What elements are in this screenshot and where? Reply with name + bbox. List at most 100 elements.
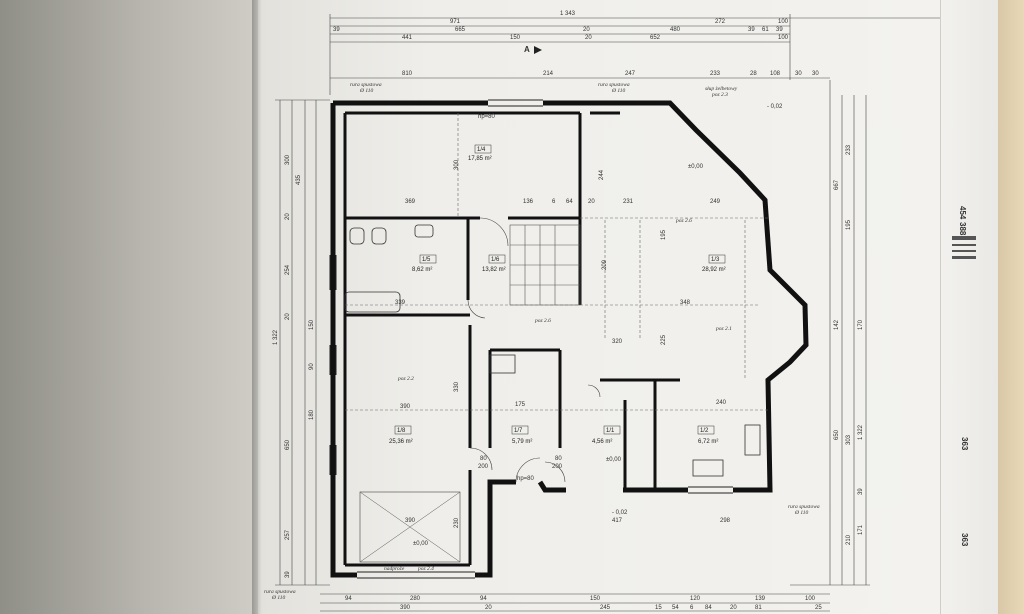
note-downpipe: rura spustowa (264, 589, 296, 595)
dim-left: 1 322 (273, 329, 279, 345)
garage-diagonal (359, 491, 461, 563)
dim-right: 142 (834, 319, 840, 330)
room-id-1-3: 1/3 (711, 257, 720, 263)
note-downpipe-dia: Ø 110 (611, 88, 625, 94)
dim-right: 195 (846, 219, 852, 230)
note-sill-height: hp=80 (517, 476, 535, 482)
door-swings (467, 217, 601, 483)
dim-top: 150 (510, 35, 521, 41)
dim-right: 1 322 (858, 424, 864, 440)
left-dimension-lines (275, 99, 330, 586)
dim-top: 39 (748, 27, 755, 33)
dim-top: 441 (402, 35, 413, 41)
note-zero-level: ±0,00 (606, 457, 622, 463)
dim-right: 170 (858, 319, 864, 330)
dim-left: 39 (285, 571, 291, 578)
room-tag (419, 254, 437, 264)
right-dimension-lines (790, 80, 870, 586)
dim-top: 39 (333, 27, 340, 33)
dim-top: 665 (455, 27, 466, 33)
room-id-1-2: 1/2 (700, 428, 709, 434)
dim-top: 30 (812, 71, 819, 77)
room-id-1-5: 1/5 (422, 257, 431, 263)
inner-dim: 80 (480, 456, 487, 462)
side-tab-label: 363 (960, 533, 969, 547)
section-arrow-icon (534, 46, 542, 54)
room-tag (394, 425, 412, 435)
dim-top: 652 (650, 35, 661, 41)
room-id-1-7: 1/7 (514, 428, 523, 434)
dim-right: 303 (846, 434, 852, 445)
dim-top: 100 (778, 35, 789, 41)
dim-left: 20 (285, 313, 291, 320)
dim-right: 667 (834, 179, 840, 190)
note-downpipe-dia: Ø 110 (359, 88, 373, 94)
bathroom-fixtures (344, 224, 761, 477)
dim-top: 28 (750, 71, 757, 77)
dim-top: 39 (776, 27, 783, 33)
dim-top: 100 (778, 19, 789, 25)
note-sill-height: hp=80 (478, 114, 496, 120)
section-marker: A (524, 45, 530, 54)
inner-dim: 298 (720, 518, 731, 524)
note-level: - 0,02 (612, 510, 628, 516)
inner-dim: 200 (552, 464, 563, 470)
table-surface (998, 0, 1024, 614)
inner-dim: 6 (552, 199, 556, 205)
dim-right: 171 (858, 524, 864, 535)
dim-top: 20 (583, 27, 590, 33)
inner-dim: 20 (588, 199, 595, 205)
dim-top: 214 (543, 71, 554, 77)
dim-bottom: 94 (345, 596, 352, 602)
room-tag (708, 254, 726, 264)
room-tag (488, 254, 506, 264)
note-downpipe-dia: Ø 110 (271, 595, 285, 601)
dim-top: 272 (715, 19, 726, 25)
room-area-1-7: 5,79 m² (512, 439, 532, 445)
outer-walls (330, 100, 809, 578)
note-zero-level: ±0,00 (413, 541, 429, 547)
room-tag (697, 425, 715, 435)
room-area-1-4: 17,85 m² (468, 156, 492, 162)
side-tab-label: 454 (958, 206, 967, 220)
inner-dim: 209 (602, 259, 608, 270)
page-stack-tabs: 454 388 363 363 (952, 206, 976, 547)
staircase (509, 224, 581, 306)
side-tab-label: 363 (960, 437, 969, 451)
dim-top: 108 (770, 71, 781, 77)
dim-bottom: 94 (480, 596, 487, 602)
inner-dimensions: 369 136 6 64 20 231 249 339 348 390 240 … (395, 159, 731, 528)
room-id-1-1: 1/1 (606, 428, 615, 434)
inner-walls (343, 111, 680, 567)
note-zero-level: ±0,00 (688, 164, 704, 170)
inner-dim: 300 (454, 159, 460, 170)
inner-dim: 64 (566, 199, 573, 205)
dim-right: 650 (834, 429, 840, 440)
page-stack-edge (940, 0, 1001, 614)
room-area-1-5: 8,62 m² (412, 267, 432, 273)
dim-right: 233 (846, 144, 852, 155)
note-ref: poz 2.1 (715, 326, 732, 332)
room-tag (603, 425, 621, 435)
inner-dim: 195 (661, 229, 667, 240)
room-labels: 1/4 17,85 m² 1/5 8,62 m² 1/6 13,82 m² 1/… (389, 144, 726, 445)
inner-dim: 80 (555, 456, 562, 462)
dim-top: 810 (402, 71, 413, 77)
inner-dim: 369 (405, 199, 416, 205)
dim-bottom: 15 (655, 605, 662, 611)
inner-dim: 390 (400, 404, 411, 410)
inner-dim: 225 (661, 334, 667, 345)
bottom-dimension-lines (320, 593, 830, 612)
dim-left: 180 (309, 409, 315, 420)
dim-bottom: 100 (805, 596, 816, 602)
dim-top: 480 (670, 27, 681, 33)
room-area-1-3: 28,92 m² (702, 267, 726, 273)
note-column: słup żelbetowy (705, 86, 738, 92)
note-ref: poz 2.6 (675, 218, 692, 224)
dim-top: 20 (585, 35, 592, 41)
dim-bottom: 139 (755, 596, 766, 602)
inner-dim: 390 (405, 518, 416, 524)
dim-bottom: 20 (730, 605, 737, 611)
